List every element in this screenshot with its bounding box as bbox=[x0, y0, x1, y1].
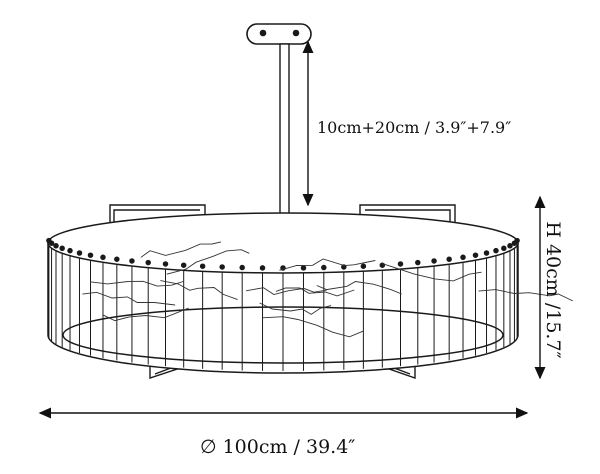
drum-rivet bbox=[219, 264, 225, 270]
drum-rivet bbox=[483, 250, 490, 256]
height-label: H 40cm /15.7″ bbox=[542, 221, 564, 359]
drum-rivet bbox=[507, 243, 513, 249]
diameter-label: ∅ 100cm / 39.4″ bbox=[200, 436, 356, 458]
drum-rivet bbox=[48, 240, 55, 246]
drum-rivet bbox=[397, 261, 404, 267]
drum-rivet bbox=[259, 265, 266, 271]
drum-rivet bbox=[321, 264, 327, 271]
marble-vein bbox=[279, 258, 376, 271]
drum-rivet bbox=[145, 259, 151, 266]
drum-rivet bbox=[514, 237, 520, 244]
marble-vein bbox=[103, 307, 189, 322]
marble-vein bbox=[166, 249, 250, 275]
marble-vein bbox=[246, 287, 327, 295]
drum-rivet bbox=[76, 250, 83, 256]
drum-rivet bbox=[87, 252, 94, 258]
marble-vein bbox=[262, 316, 364, 338]
drum-rivet bbox=[199, 263, 206, 269]
drum-rivet bbox=[162, 261, 169, 267]
canopy bbox=[246, 23, 312, 45]
marble-vein bbox=[140, 241, 222, 258]
drum-rivet bbox=[472, 252, 479, 258]
drum-rivet bbox=[129, 258, 135, 264]
marble-vein bbox=[160, 280, 238, 301]
drum-rivet bbox=[501, 245, 507, 252]
marble-vein bbox=[275, 287, 355, 297]
drum-rivet bbox=[446, 256, 452, 262]
drum-rivet bbox=[300, 265, 307, 271]
drum-rivet bbox=[493, 247, 499, 254]
marble-vein bbox=[478, 289, 573, 302]
marble-vein bbox=[89, 280, 184, 287]
drum-rivet bbox=[100, 254, 106, 261]
drum-rivet bbox=[460, 254, 466, 261]
drum-rivet bbox=[360, 263, 367, 269]
marble-vein bbox=[316, 281, 402, 295]
drum-rivet bbox=[67, 247, 73, 254]
drum-rivet bbox=[114, 256, 120, 262]
drum-rivet bbox=[180, 262, 187, 268]
drum-rivet bbox=[53, 243, 59, 249]
drum-rivet bbox=[239, 264, 245, 271]
rod-length-label: 10cm+20cm / 3.9″+7.9″ bbox=[317, 118, 512, 137]
drum-rivet bbox=[59, 245, 65, 252]
alabaster-drum-shade bbox=[46, 212, 573, 374]
marble-vein bbox=[82, 291, 176, 306]
drum-rivet bbox=[415, 259, 421, 266]
marble-vein bbox=[259, 302, 332, 315]
drum-rivet bbox=[431, 258, 437, 264]
rod bbox=[279, 43, 290, 225]
marble-vein bbox=[381, 263, 482, 282]
